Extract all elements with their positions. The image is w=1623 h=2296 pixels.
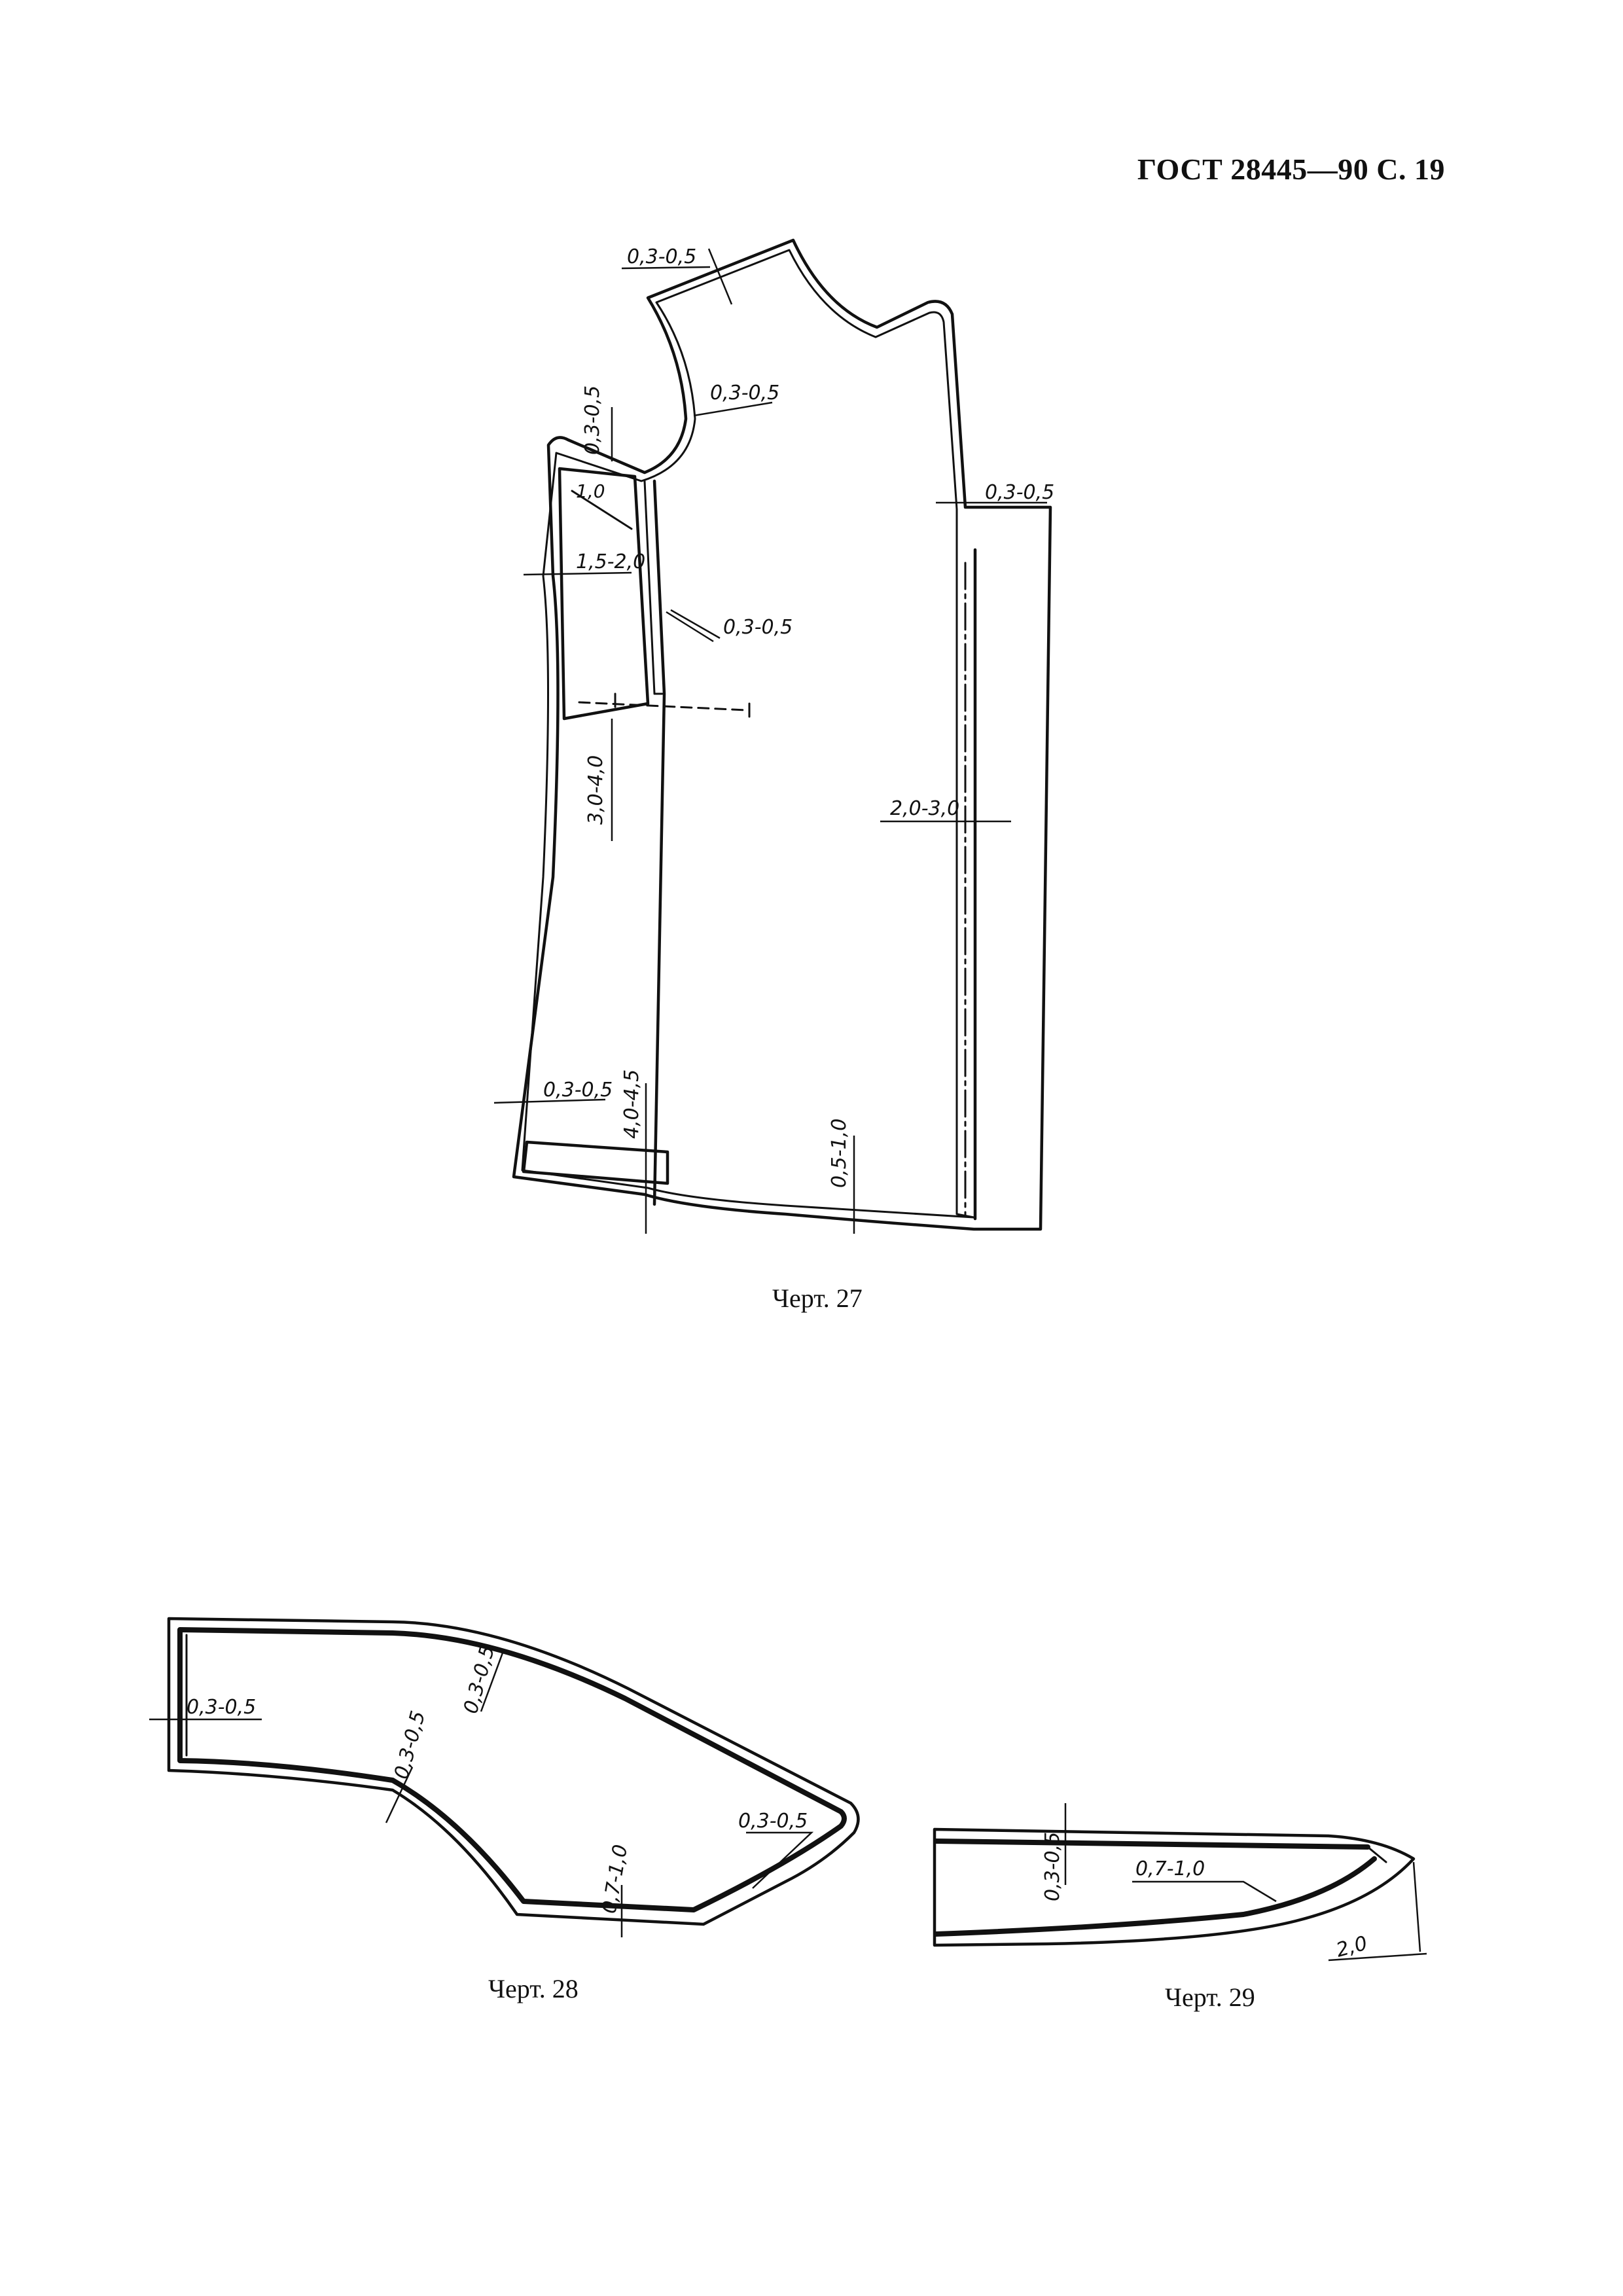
bottom-facing-block	[522, 1140, 669, 1185]
figure-27-caption: Черт. 27	[772, 1283, 863, 1313]
pocket-flap-diagonal	[571, 490, 633, 530]
center-front-inner	[643, 480, 664, 695]
dim-label: 0,3-0,5	[985, 481, 1054, 504]
dim-label: 0,3-0,5	[543, 1079, 613, 1102]
cuff-inner-bottom-line	[933, 1856, 1377, 1937]
dim-leader-pocket-side	[523, 571, 632, 576]
dim-label: 0,3-0,5	[723, 616, 793, 639]
dim-leader-collar-inner	[385, 1767, 414, 1823]
figure-28-caption: Черт. 28	[488, 1974, 579, 2003]
dim-label: 0,3-0,5	[1041, 1832, 1064, 1901]
front-inner-contour	[521, 249, 975, 1219]
dim-leader-hem-left	[493, 1098, 606, 1104]
collar-outer-contour	[167, 1617, 860, 1926]
dim-label: 0,7-1,0	[1135, 1857, 1205, 1880]
dim-leader-collar-top	[480, 1649, 505, 1712]
button-position-mark	[578, 701, 747, 711]
dim-label: 0,3-0,5	[187, 1696, 256, 1719]
center-front-line	[652, 479, 666, 1206]
dim-leader-shoulder	[621, 248, 733, 305]
collar-inner-contour	[177, 1627, 847, 1912]
pocket-outline	[558, 467, 650, 721]
dim-leader-cuff-tip	[1328, 1861, 1427, 1962]
dim-label: 0,3-0,5	[627, 245, 696, 268]
dim-leader-cuff-curve	[1132, 1880, 1277, 1903]
dim-label: 0,3-0,5	[710, 382, 779, 404]
dim-label: 0,5-1,0	[828, 1119, 851, 1188]
dim-label: 4,0-4,5	[620, 1069, 643, 1139]
cuff-tip-line	[1366, 1846, 1387, 1863]
dim-label: 1,0	[576, 480, 605, 502]
dim-label: 3,0-4,0	[584, 755, 607, 825]
cuff-inner-top-line	[933, 1839, 1370, 1850]
dim-leader-neck	[693, 401, 773, 417]
page-header: ГОСТ 28445—90 С. 19	[1137, 152, 1445, 186]
dim-label: 2,0-3,0	[890, 797, 959, 820]
front-outer-contour	[512, 238, 1052, 1231]
cuff-outer-contour	[933, 1827, 1416, 1947]
dim-label: 0,3-0,5	[581, 386, 604, 455]
figure-29-caption: Черт. 29	[1165, 1982, 1255, 2012]
dim-label: 0,3-0,5	[738, 1810, 808, 1833]
dim-leader-collar-tip	[746, 1831, 814, 1889]
neck-dim-leader	[666, 609, 721, 643]
dim-label: 1,5-2,0	[576, 550, 645, 573]
